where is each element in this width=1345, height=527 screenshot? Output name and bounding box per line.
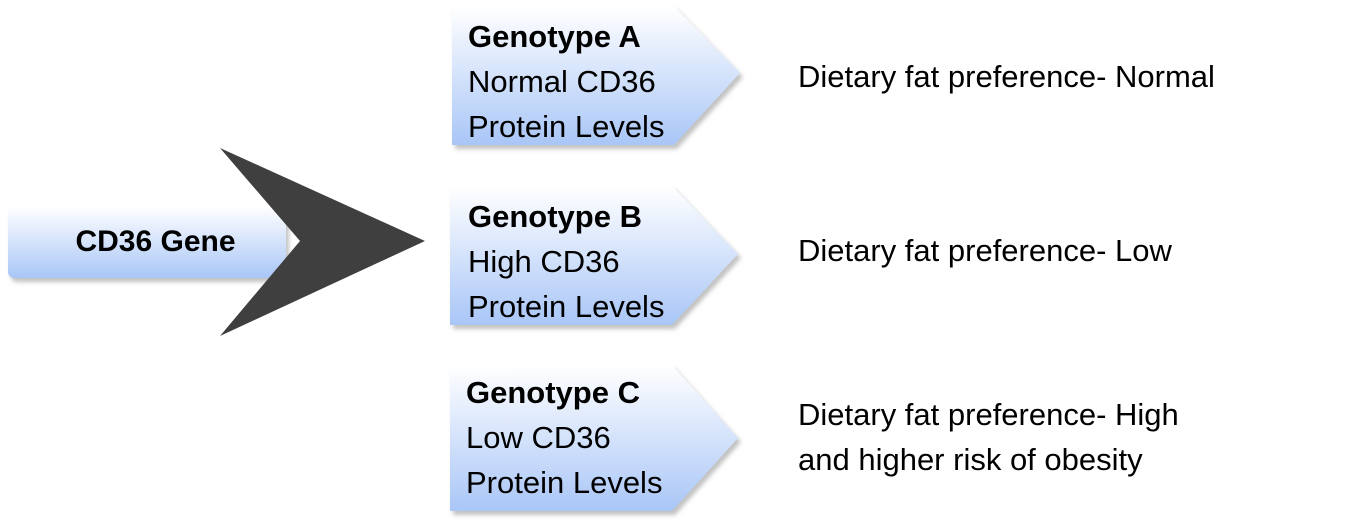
- genotype-c-line2: Protein Levels: [466, 465, 663, 500]
- outcome-b: Dietary fat preference- Low: [798, 228, 1172, 273]
- gene-box: [8, 206, 286, 278]
- outcome-c: Dietary fat preference- High and higher …: [798, 392, 1179, 482]
- genotype-a-title: Genotype A: [468, 19, 641, 54]
- genotype-c-line1: Low CD36: [466, 420, 611, 455]
- genotype-c-text: Genotype C Low CD36 Protein Levels: [466, 370, 662, 505]
- outcome-c-line2: and higher risk of obesity: [798, 442, 1143, 477]
- genotype-b-text: Genotype B High CD36 Protein Levels: [468, 194, 664, 329]
- genotype-c-box: [450, 365, 738, 511]
- genotype-b-box: [450, 186, 738, 325]
- genotype-c-title: Genotype C: [466, 375, 640, 410]
- outcome-a: Dietary fat preference- Normal: [798, 54, 1215, 99]
- outcome-b-line1: Dietary fat preference- Low: [798, 233, 1172, 268]
- outcome-a-line1: Dietary fat preference- Normal: [798, 59, 1215, 94]
- genotype-a-line2: Protein Levels: [468, 109, 665, 144]
- outcome-c-line1: Dietary fat preference- High: [798, 397, 1179, 432]
- genotype-a-text: Genotype A Normal CD36 Protein Levels: [468, 14, 664, 149]
- genotype-b-line2: Protein Levels: [468, 289, 665, 324]
- genotype-a-line1: Normal CD36: [468, 64, 656, 99]
- genotype-b-title: Genotype B: [468, 199, 642, 234]
- genotype-a-box: [452, 6, 740, 145]
- chevron-arrow-icon: [220, 148, 425, 336]
- genotype-b-line1: High CD36: [468, 244, 620, 279]
- gene-label: CD36 Gene: [75, 225, 236, 258]
